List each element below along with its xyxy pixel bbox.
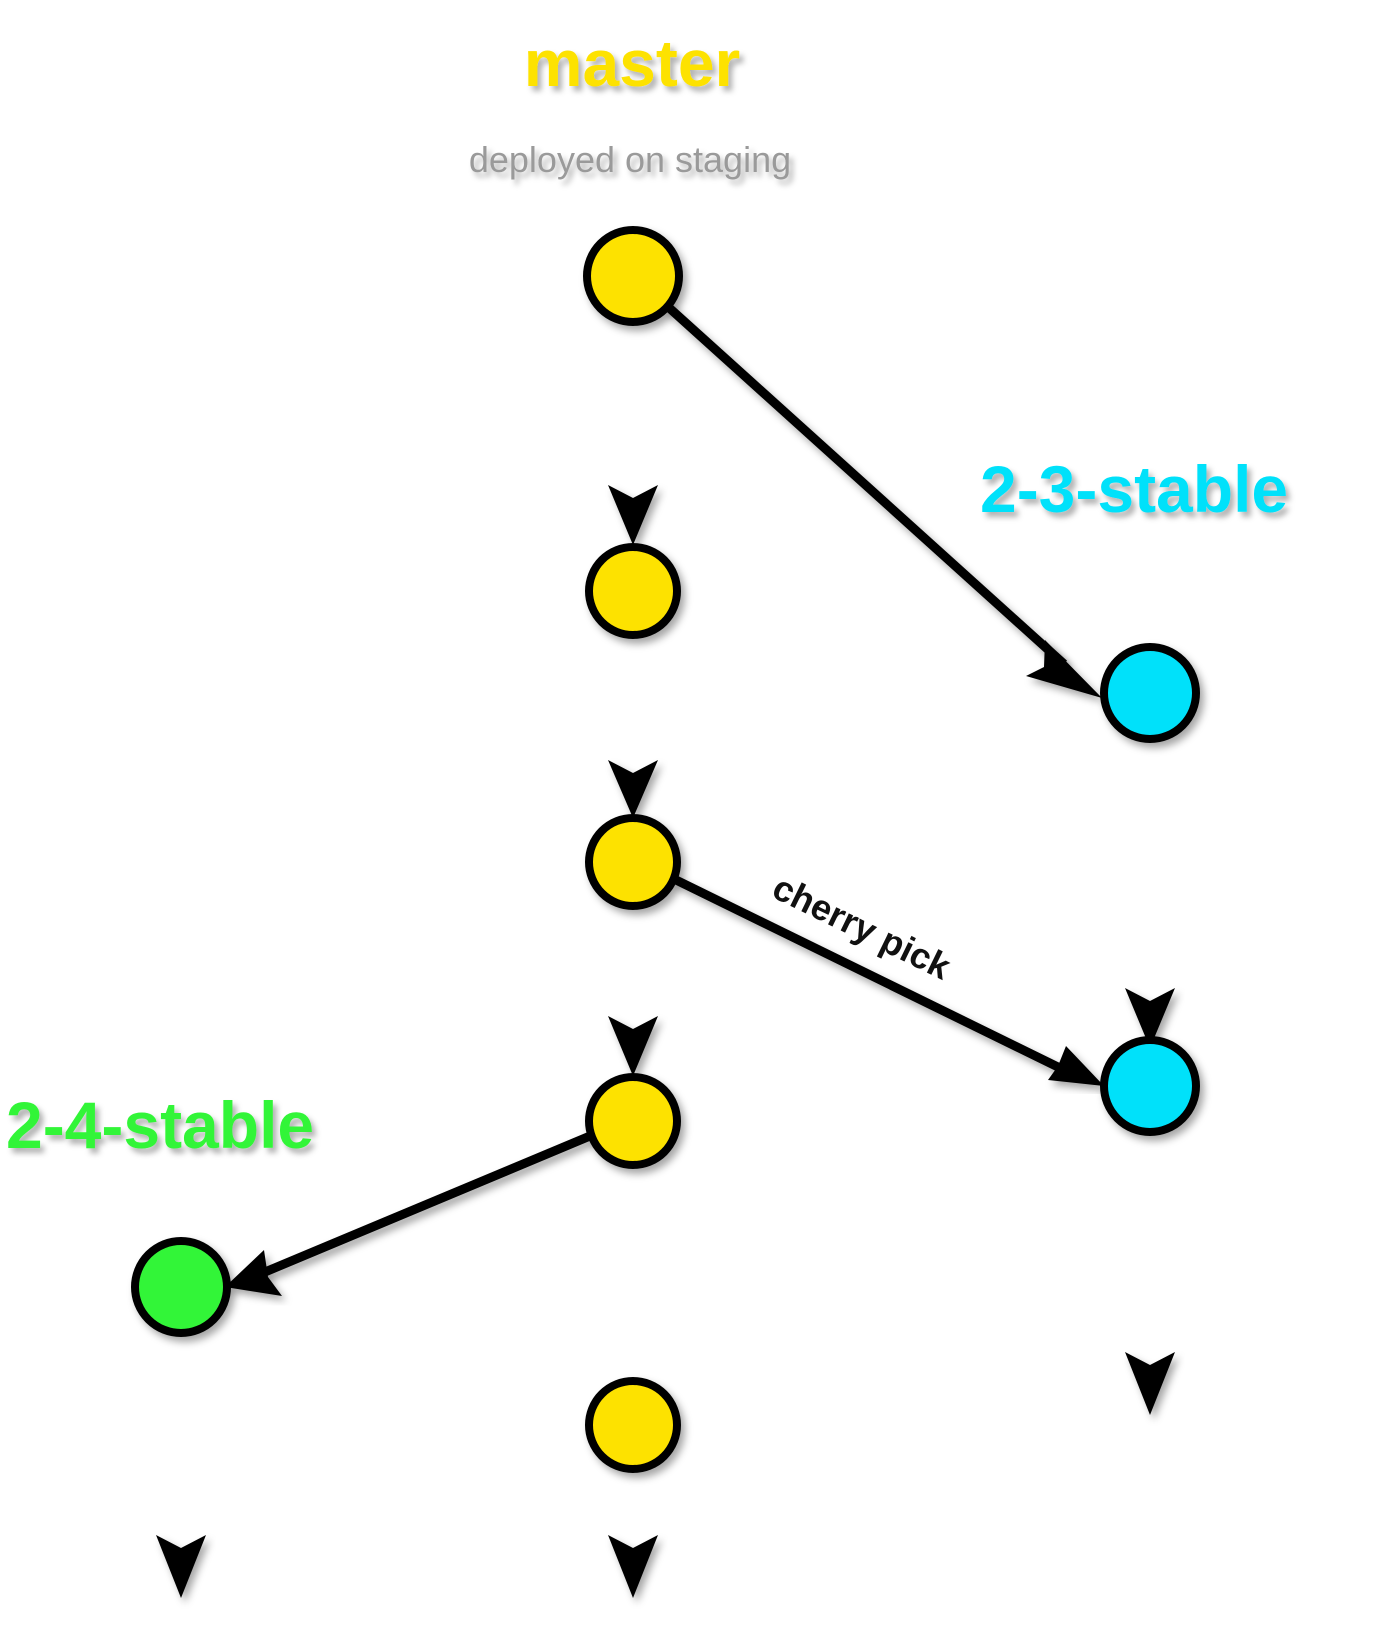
commit-node-master-4 [585,1073,681,1169]
arrowhead-m3-s23b [1048,1046,1104,1086]
commit-node-master-5 [585,1377,681,1473]
edges [156,301,1175,1598]
arrowhead-m4-s24a [225,1250,282,1296]
arrowhead-s23a-s23b [1125,988,1175,1048]
arrowhead-m5-continue [608,1535,658,1598]
commit-nodes [131,226,1200,1473]
stable-2-3-branch-label: 2-3-stable [980,452,1288,526]
commit-node-2-3-stable-2 [1100,1036,1200,1136]
edge-m4-s24a [263,1131,592,1277]
commit-node-2-3-stable-1 [1100,643,1200,743]
master-subtitle: deployed on staging [469,139,791,180]
arrowhead-m2-m3 [608,760,658,818]
edge-m1-s23a [662,301,1068,668]
master-branch-label: master [524,26,740,100]
commit-node-master-3 [585,814,681,910]
edge-m3-s23b-cherry-pick [672,874,1062,1073]
commit-node-master-2 [585,543,681,639]
stable-2-4-branch-label: 2-4-stable [6,1088,314,1162]
arrowhead-m1-s23a [1026,640,1102,698]
commit-node-2-4-stable-1 [131,1237,231,1337]
arrowhead-m3-m4 [608,1016,658,1076]
commit-node-master-1 [583,226,683,326]
arrowhead-s24a-continue [156,1535,206,1598]
arrowhead-m1-m2 [608,485,658,545]
arrowhead-s23b-continue [1125,1352,1175,1415]
